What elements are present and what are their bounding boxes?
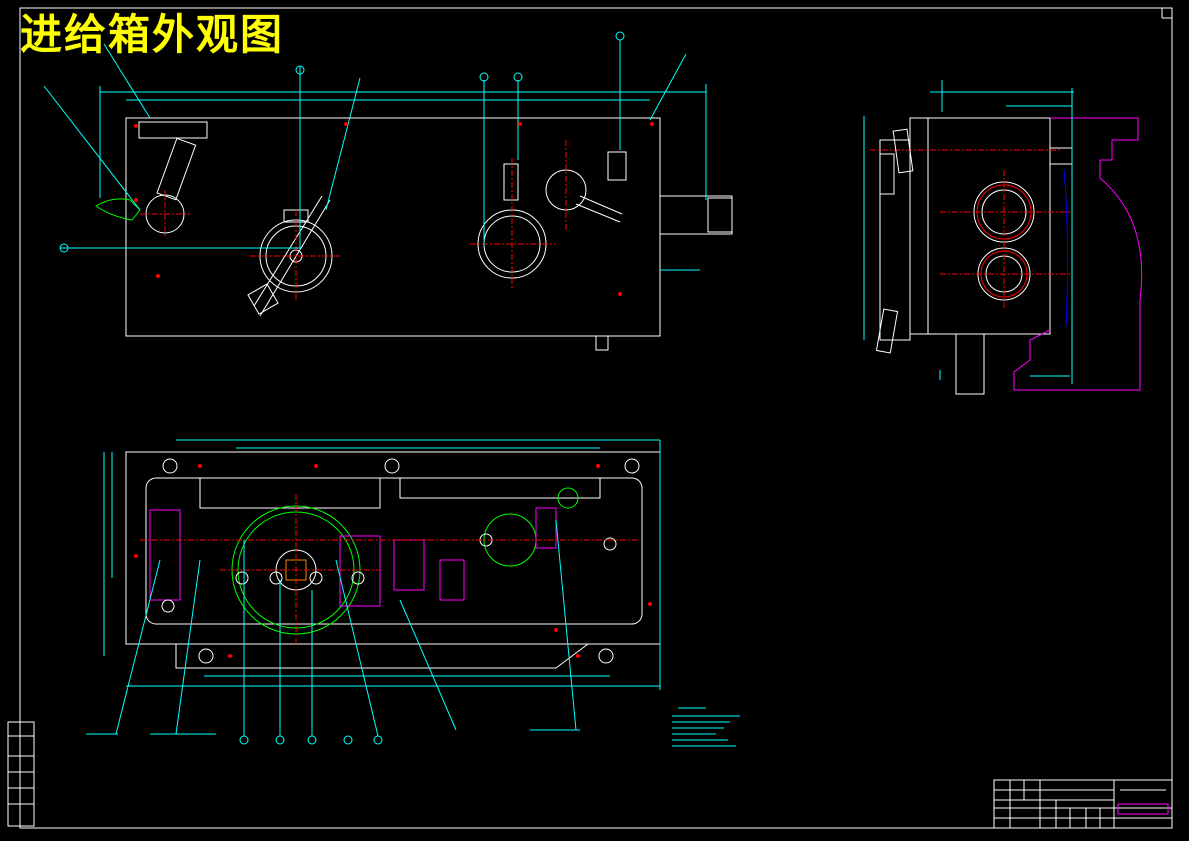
section-view <box>86 439 661 745</box>
drawing-title: 进给箱外观图 <box>20 10 285 59</box>
indicator-plate <box>607 151 627 181</box>
drawing-border <box>19 7 1173 829</box>
front-view <box>43 31 733 351</box>
nameplate <box>138 121 208 139</box>
title-block <box>993 779 1173 829</box>
section-view-housing <box>125 451 661 645</box>
left-margin-table <box>7 721 35 827</box>
side-view-bed-profile <box>1013 117 1143 391</box>
side-view <box>863 80 1143 395</box>
front-view-housing <box>125 117 661 337</box>
technical-notes-block <box>672 707 740 747</box>
